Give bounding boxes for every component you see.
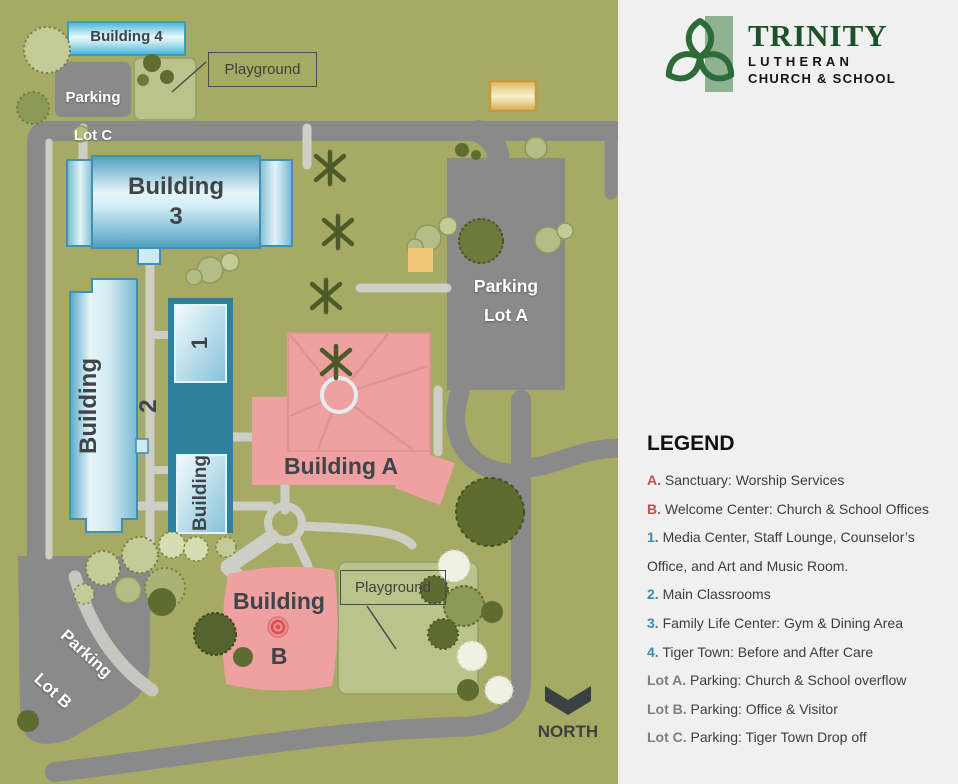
legend-item-3: 3. Family Life Center: Gym & Dining Area	[647, 614, 903, 631]
parking-lot-c-label: Parking Lot C	[65, 89, 121, 144]
roundabout-path	[264, 502, 306, 544]
legend-item-lot-c: Lot C. Parking: Tiger Town Drop off	[647, 729, 867, 746]
north-label: NORTH	[537, 722, 599, 741]
playground-bottom-label: Playground	[340, 570, 446, 605]
road-branch-east	[511, 438, 618, 478]
building-b	[222, 566, 338, 691]
logo-lutheran: LUTHERAN	[748, 54, 854, 69]
trinity-lutheran-logo: TRINITY LUTHERAN CHURCH & SCHOOL	[658, 12, 896, 98]
legend-item-2: 2. Main Classrooms	[647, 586, 771, 603]
legend-item-1: 1. Media Center, Staff Lounge, Counselor…	[647, 529, 915, 574]
gold-structure	[488, 79, 538, 113]
road-loop	[446, 382, 531, 484]
building-1-word-label: Building	[190, 455, 211, 531]
triquetra-knot-icon	[665, 16, 735, 92]
legend-item-lot-a: Lot A. Parking: Church & School overflow	[647, 672, 907, 689]
building-1	[168, 298, 233, 534]
building-a	[252, 332, 455, 505]
legend-title: LEGEND	[647, 432, 735, 455]
north-arrow-icon	[545, 686, 591, 715]
building-2-label: Building 2	[75, 358, 162, 454]
pine-trees	[309, 149, 355, 381]
playground-top-area	[133, 57, 197, 121]
logo-trinity: TRINITY	[748, 18, 888, 53]
building-b-target-icon	[267, 616, 289, 638]
building-4-label: Building 4	[90, 28, 163, 45]
legend-item-b: B. Welcome Center: Church & School Offic…	[647, 500, 929, 517]
logo-text: TRINITY LUTHERAN CHURCH & SCHOOL	[748, 12, 896, 86]
building-b-letter-label: B	[270, 643, 288, 669]
yellow-structure	[408, 248, 433, 272]
parking-lot-c-area	[55, 62, 131, 117]
campus-map: Building 4 Parking Lot C Playground Buil…	[0, 0, 618, 784]
roads	[27, 120, 618, 782]
building-3	[66, 155, 293, 265]
trees	[16, 26, 574, 732]
parking-lot-b-area	[18, 556, 150, 744]
building-1-number-label: 1	[187, 336, 212, 350]
building-b-word-label: Building	[233, 588, 325, 614]
bottom-and-right-road	[45, 390, 531, 782]
map-artwork	[0, 0, 618, 784]
building-3-label: Building 3	[128, 173, 224, 230]
playground-top-label: Playground	[208, 52, 317, 87]
parking-lot-a-area	[447, 158, 565, 390]
legend: LEGEND A. Sanctuary: Worship Services B.…	[647, 432, 949, 752]
legend-item-a: A. Sanctuary: Worship Services	[647, 472, 845, 488]
pointer-lines	[171, 61, 397, 650]
building-a-dome	[320, 376, 358, 414]
logo-church-school: CHURCH & SCHOOL	[748, 71, 897, 86]
parking-lot-a-label: Parking Lot A	[473, 276, 539, 325]
building-a-label: Building A	[283, 453, 399, 479]
building-2	[69, 278, 149, 533]
building-4	[67, 21, 186, 56]
info-panel: TRINITY LUTHERAN CHURCH & SCHOOL LEGEND …	[618, 0, 958, 784]
legend-item-lot-b: Lot B. Parking: Office & Visitor	[647, 700, 838, 717]
lot-a-driveway	[467, 120, 510, 171]
top-and-left-road	[27, 121, 618, 578]
legend-item-4: 4. Tiger Town: Before and After Care	[647, 643, 874, 660]
sidewalks	[45, 123, 452, 697]
